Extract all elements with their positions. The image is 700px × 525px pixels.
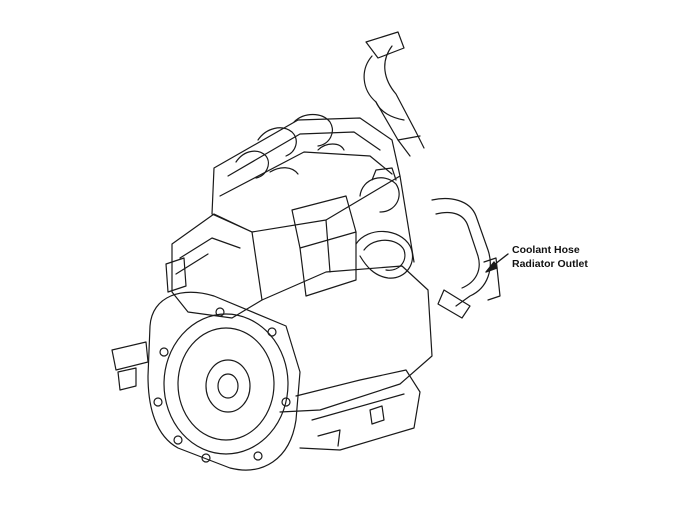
oil-pan (295, 369, 421, 451)
callout-line-2: Radiator Outlet (512, 258, 588, 270)
upper-coolant-pipe (363, 31, 425, 157)
flywheel-housing (147, 291, 301, 471)
callout-arrow (485, 253, 509, 273)
cylinder-head (211, 113, 401, 233)
intake-manifold (291, 167, 400, 297)
engine-block (171, 175, 433, 413)
middle-hose (355, 230, 414, 279)
radiator-outlet-hose (431, 197, 501, 319)
mount-bracket (111, 257, 187, 391)
callout-line-1: Coolant Hose (512, 244, 580, 256)
coolant-hose-callout: Coolant Hose Radiator Outlet (512, 243, 588, 271)
